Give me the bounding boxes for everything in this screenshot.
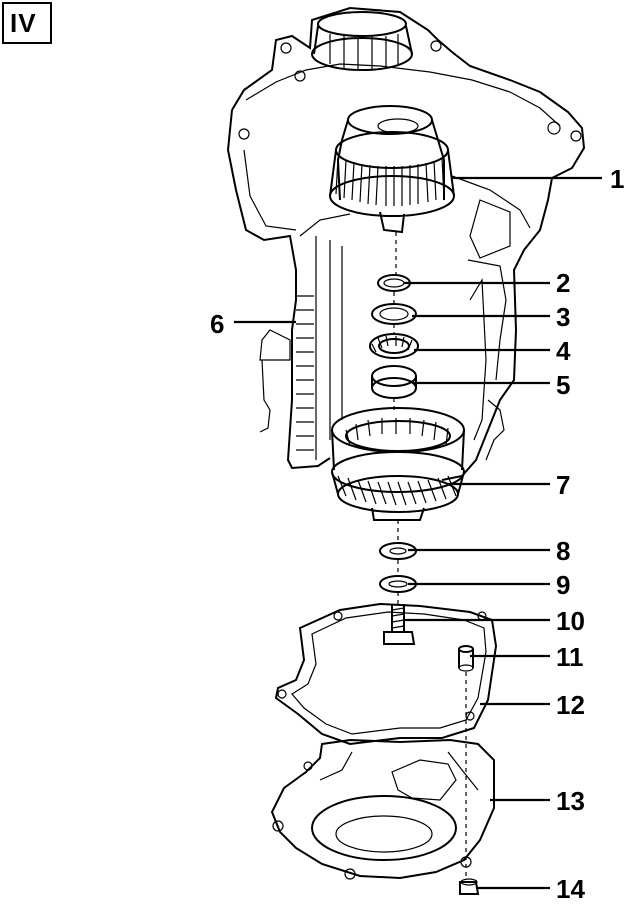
callout-10: 10 xyxy=(556,606,585,636)
part-14-nut xyxy=(459,878,480,895)
part-3-thrust-washer xyxy=(371,303,417,325)
callout-11: 11 xyxy=(556,642,584,672)
assembly-axis xyxy=(393,232,399,604)
callout-2: 2 xyxy=(556,268,570,298)
callout-8: 8 xyxy=(556,536,570,566)
output-flange xyxy=(311,11,413,71)
callout-7: 7 xyxy=(556,470,570,500)
callout-3: 3 xyxy=(556,302,570,332)
section-marker-box: IV xyxy=(2,2,52,44)
callout-13: 13 xyxy=(556,786,585,816)
part-10-bolt xyxy=(383,604,416,645)
section-marker: IV xyxy=(10,8,37,38)
part-13-cover xyxy=(270,738,495,880)
part-1-gear-hub xyxy=(329,105,455,234)
callout-1: 1 xyxy=(610,164,624,194)
part-12-gasket xyxy=(274,602,498,746)
part-5-bush xyxy=(371,365,417,399)
callout-14: 14 xyxy=(556,874,585,904)
part-4-needle-bearing xyxy=(369,333,419,359)
callout-12: 12 xyxy=(556,690,585,720)
gearbox-housing xyxy=(226,6,586,481)
callout-9: 9 xyxy=(556,570,570,600)
part-7-helical-gear xyxy=(331,407,465,521)
callout-6: 6 xyxy=(210,309,224,339)
callout-4: 4 xyxy=(556,336,571,366)
callout-labels: 1 2 3 4 5 6 7 8 9 10 11 12 13 14 xyxy=(210,164,624,904)
leader-lines xyxy=(234,176,602,890)
part-11-dowel xyxy=(458,645,474,672)
callout-5: 5 xyxy=(556,370,570,400)
